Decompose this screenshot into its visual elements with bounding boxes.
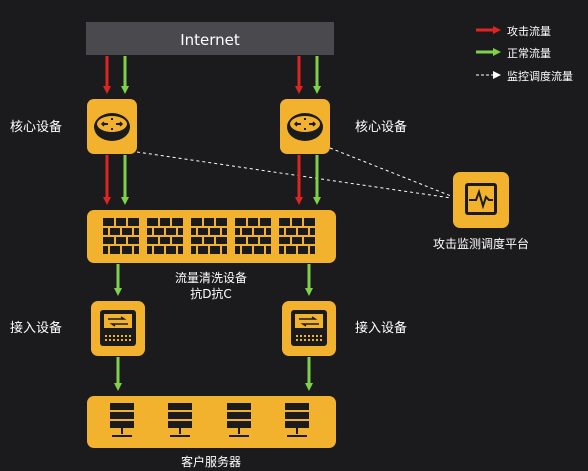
router-icon: [94, 113, 130, 141]
access-device-left: [91, 301, 145, 356]
access-device-right: [282, 301, 336, 356]
monitor-icon: [465, 183, 497, 215]
monitor-platform: [453, 172, 509, 228]
monitor-flow: [136, 147, 452, 199]
core-device-left: [87, 99, 137, 154]
customer-servers: [87, 396, 336, 448]
customer-servers-label: 客户服务器: [181, 454, 241, 469]
flow-internet-to-core: [103, 56, 321, 94]
flow-access-to-servers: [114, 357, 313, 391]
switch-icon: [291, 310, 327, 346]
legend-attack: 攻击流量: [476, 24, 551, 38]
access-device-right-label: 接入设备: [355, 320, 407, 336]
scrubbing-label: 流量清洗设备: [175, 271, 247, 285]
router-icon: [287, 113, 323, 141]
flow-core-to-scrubbing: [103, 155, 321, 205]
flow-scrubbing-to-access: [114, 264, 313, 296]
monitor-platform-label: 攻击监测调度平台: [433, 236, 529, 251]
internet-bar: Internet: [86, 22, 334, 55]
firewall-icon: [103, 218, 139, 254]
server-icon: [110, 403, 134, 437]
server-icon: [227, 403, 251, 437]
switch-icon: [100, 310, 136, 346]
core-device-left-label: 核心设备: [10, 119, 62, 135]
access-device-left-label: 接入设备: [10, 320, 62, 336]
server-icon: [285, 403, 309, 437]
scrubbing-sublabel: 抗D抗C: [190, 286, 232, 301]
firewall-icon: [147, 218, 183, 254]
legend: 攻击流量 正常流量 监控调度流量: [476, 24, 573, 83]
scrubbing-device: [87, 210, 336, 263]
legend-monitor-label: 监控调度流量: [507, 69, 573, 83]
firewall-icon: [191, 218, 227, 254]
firewall-icon: [279, 218, 315, 254]
legend-normal: 正常流量: [476, 46, 551, 60]
monitor-flow-line: [136, 151, 452, 199]
core-device-right-label: 核心设备: [355, 119, 407, 135]
firewall-icon: [235, 218, 271, 254]
server-icon: [168, 403, 192, 437]
legend-attack-label: 攻击流量: [507, 24, 551, 38]
monitor-flow-line: [329, 147, 452, 197]
legend-monitor: 监控调度流量: [476, 69, 573, 83]
internet-label: Internet: [180, 31, 240, 49]
legend-normal-label: 正常流量: [507, 46, 551, 60]
core-device-right: [280, 99, 330, 154]
